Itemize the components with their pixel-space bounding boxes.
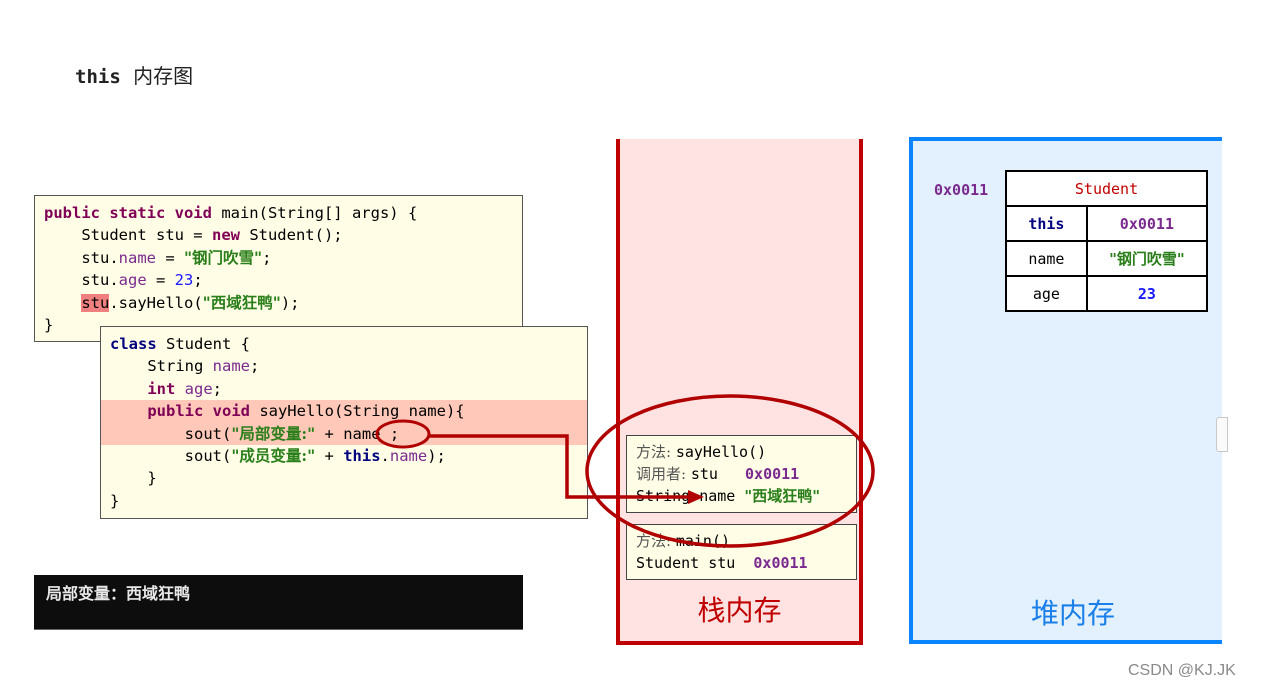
code-token: name bbox=[389, 446, 428, 465]
frame-method-name: sayHello() bbox=[675, 443, 767, 461]
code-token: Student { bbox=[156, 335, 250, 353]
code-token: = bbox=[155, 248, 184, 267]
main-method-code-block: public static void main(String[] args) {… bbox=[34, 195, 523, 342]
code-token: ; bbox=[262, 248, 272, 267]
param-value: "西域狂鸭" bbox=[744, 487, 821, 505]
code-token: String bbox=[110, 357, 213, 376]
code-token: Student stu = bbox=[44, 226, 212, 245]
code-token: = bbox=[146, 271, 175, 290]
code-line: stu.sayHello("西域狂鸭"); bbox=[35, 292, 522, 314]
field-value: 0x0011 bbox=[1085, 205, 1209, 242]
side-panel-toggle[interactable] bbox=[1216, 417, 1228, 452]
code-token: stu bbox=[81, 293, 110, 312]
code-line: sout("局部变量:" + name ; bbox=[101, 422, 587, 445]
code-token bbox=[175, 380, 184, 398]
stack-frame-sayhello: 方法: sayHello() 调用者: stu 0x0011 String na… bbox=[626, 435, 857, 513]
field-key: age bbox=[1005, 275, 1088, 312]
stack-memory-region: 方法: sayHello() 调用者: stu 0x0011 String na… bbox=[616, 139, 863, 645]
code-token: stu. bbox=[44, 271, 119, 290]
student-class-code-block: class Student { String name; int age; pu… bbox=[100, 326, 588, 519]
code-token: ); bbox=[427, 446, 446, 465]
field-key: name bbox=[1005, 240, 1088, 277]
code-token bbox=[44, 294, 81, 312]
heap-memory-region: 0x0011 Student this 0x0011 name "钢门吹雪" a… bbox=[909, 137, 1222, 644]
field-value: 23 bbox=[1085, 275, 1209, 312]
code-line: } bbox=[35, 314, 522, 336]
code-token: sayHello(String name){ bbox=[249, 402, 465, 421]
code-token: class bbox=[110, 335, 157, 353]
field-value: "钢门吹雪" bbox=[1085, 240, 1209, 277]
code-token: main(String[] args) { bbox=[221, 204, 418, 222]
code-line: sout("成员变量:" + this.name); bbox=[101, 445, 587, 467]
code-line: public static void main(String[] args) { bbox=[35, 202, 522, 224]
caller-address: 0x0011 bbox=[745, 465, 800, 483]
watermark: CSDN @KJ.JK bbox=[1128, 662, 1236, 679]
code-token: } bbox=[44, 315, 54, 334]
code-line: public void sayHello(String name){ bbox=[101, 400, 587, 423]
code-token: sout( bbox=[110, 446, 232, 465]
code-token: name bbox=[212, 357, 250, 376]
code-token: name bbox=[118, 248, 156, 267]
code-token: public void bbox=[147, 402, 250, 421]
code-token: Student(); bbox=[239, 226, 343, 245]
code-token bbox=[110, 380, 147, 398]
field-key: this bbox=[1005, 205, 1088, 242]
code-token: ; bbox=[249, 357, 260, 376]
code-token: new bbox=[211, 226, 240, 245]
object-class-name: Student bbox=[1005, 170, 1208, 207]
code-token: } bbox=[110, 491, 120, 510]
code-line: stu.age = 23; bbox=[35, 269, 522, 291]
code-token bbox=[110, 402, 147, 420]
code-token: ; bbox=[193, 271, 203, 290]
code-token: age bbox=[118, 271, 147, 290]
code-token: int bbox=[147, 379, 176, 398]
title-keyword: this bbox=[75, 66, 121, 88]
code-token: "局部变量:" bbox=[231, 423, 316, 443]
code-line: int age; bbox=[101, 378, 587, 400]
stack-label: 栈内存 bbox=[697, 594, 782, 627]
frame-method-name: main() bbox=[675, 532, 731, 550]
code-token: . bbox=[380, 446, 390, 465]
code-line: Student stu = new Student(); bbox=[35, 224, 522, 246]
code-line: } bbox=[101, 490, 587, 512]
student-object-table: Student this 0x0011 name "钢门吹雪" age 23 bbox=[1005, 170, 1209, 312]
code-token: this bbox=[343, 446, 381, 465]
code-token: "成员变量:" bbox=[231, 445, 316, 465]
code-token: "西域狂鸭" bbox=[202, 292, 281, 312]
code-token: + bbox=[315, 446, 344, 465]
title-text: 内存图 bbox=[133, 64, 194, 88]
code-token: 23 bbox=[174, 271, 194, 290]
code-line: class Student { bbox=[101, 333, 587, 355]
code-token: + name ; bbox=[315, 424, 400, 443]
console-output: 局部变量：西域狂鸭 bbox=[34, 575, 523, 630]
code-token: age bbox=[184, 379, 213, 398]
object-address: 0x0011 bbox=[934, 181, 989, 199]
code-token: stu. bbox=[44, 248, 119, 267]
variable-address: 0x0011 bbox=[753, 554, 808, 572]
code-token: } bbox=[110, 469, 157, 488]
heap-label: 堆内存 bbox=[1030, 597, 1115, 630]
code-line: stu.name = "钢门吹雪"; bbox=[35, 247, 522, 269]
code-token: .sayHello( bbox=[109, 293, 203, 312]
code-line: String name; bbox=[101, 355, 587, 377]
code-token: sout( bbox=[110, 424, 232, 443]
page-title: this 内存图 bbox=[75, 60, 193, 89]
console-text: 局部变量：西域狂鸭 bbox=[46, 584, 191, 603]
stack-frame-main: 方法: main() Student stu 0x0011 bbox=[626, 524, 857, 580]
code-token: ); bbox=[280, 293, 300, 312]
code-token: public static void bbox=[44, 204, 222, 222]
code-token: ; bbox=[212, 379, 223, 398]
code-token: "钢门吹雪" bbox=[183, 247, 263, 267]
code-line: } bbox=[101, 467, 587, 489]
